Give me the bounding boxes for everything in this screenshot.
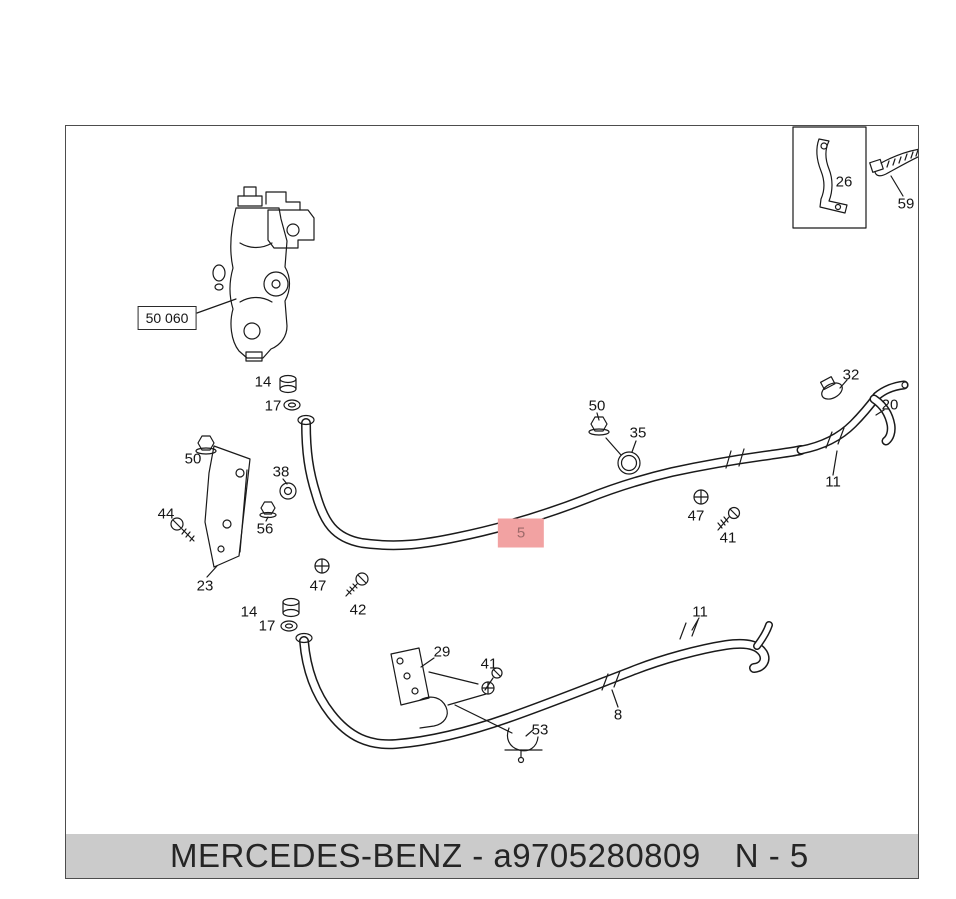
part-label-47-2[interactable]: 47 — [687, 507, 705, 525]
part-label-53[interactable]: 53 — [531, 721, 549, 739]
part-label-23[interactable]: 23 — [196, 577, 214, 595]
part-label-17-2[interactable]: 17 — [258, 617, 276, 635]
part-label-11-2[interactable]: 11 — [692, 603, 708, 621]
part-label-38[interactable]: 38 — [272, 463, 290, 481]
part-label-50[interactable]: 50 — [184, 450, 202, 468]
nut-56-drawing — [259, 501, 277, 522]
part-label-56[interactable]: 56 — [256, 520, 274, 538]
ring-38-drawing — [279, 478, 297, 500]
lower-pipe-drawing — [295, 617, 773, 750]
diagram-art — [170, 126, 918, 764]
footer-sheet-number: N - 5 — [734, 837, 809, 874]
washer-47-left-drawing — [314, 558, 330, 574]
bracket-26-drawing — [816, 138, 848, 214]
part-label-5[interactable]: 5 — [497, 518, 545, 548]
inset-box-border — [792, 126, 867, 229]
screw-41-right-drawing — [717, 506, 741, 531]
part-label-50-060[interactable]: 50 060 — [137, 306, 197, 330]
seal-17-bottom-drawing — [280, 620, 298, 632]
cable-tie-59-drawing — [869, 148, 918, 197]
part-label-47[interactable]: 47 — [309, 577, 327, 595]
seal-17-top-drawing — [283, 399, 301, 411]
clamp-35-drawing — [605, 437, 641, 475]
leader-32 — [839, 379, 848, 389]
part-label-20[interactable]: 20 — [881, 396, 899, 414]
nut-50-left-drawing — [195, 435, 217, 455]
footer-part-number: MERCEDES-BENZ - a9705280809 — [170, 837, 701, 874]
footer-bar: MERCEDES-BENZ - a9705280809 N - 5 — [66, 834, 918, 878]
clamp-14-top-drawing — [279, 374, 297, 394]
part-label-59[interactable]: 59 — [897, 195, 915, 213]
clamp-14-bottom-drawing — [282, 597, 300, 618]
clamp-32-drawing — [819, 376, 843, 400]
part-label-8[interactable]: 8 — [613, 706, 623, 724]
part-label-26[interactable]: 26 — [835, 173, 853, 191]
clamp-53-drawing — [454, 704, 543, 764]
washer-47-right-drawing — [693, 489, 709, 505]
part-label-14-2[interactable]: 14 — [240, 603, 258, 621]
bracket-29-drawing — [390, 647, 479, 729]
part-label-29[interactable]: 29 — [433, 643, 451, 661]
hose-20-drawing — [796, 380, 909, 476]
screw-41-lower-drawing — [447, 667, 503, 706]
part-label-41-2[interactable]: 41 — [480, 655, 498, 673]
pump-assembly-drawing — [196, 186, 315, 362]
part-label-32[interactable]: 32 — [842, 366, 860, 384]
part-label-35[interactable]: 35 — [629, 424, 647, 442]
part-label-17[interactable]: 17 — [264, 397, 282, 415]
part-label-50-2[interactable]: 50 — [588, 397, 606, 415]
part-label-44[interactable]: 44 — [157, 505, 175, 523]
nut-50-middle-drawing — [588, 412, 610, 436]
part-label-14[interactable]: 14 — [254, 373, 272, 391]
bolt-42-drawing — [345, 572, 369, 597]
part-label-11[interactable]: 11 — [825, 473, 841, 491]
part-label-42[interactable]: 42 — [349, 601, 367, 619]
bolt-44-drawing — [170, 517, 195, 542]
part-label-41[interactable]: 41 — [719, 529, 737, 547]
upper-pipe-drawing — [297, 414, 806, 551]
bracket-23-drawing — [204, 445, 251, 578]
